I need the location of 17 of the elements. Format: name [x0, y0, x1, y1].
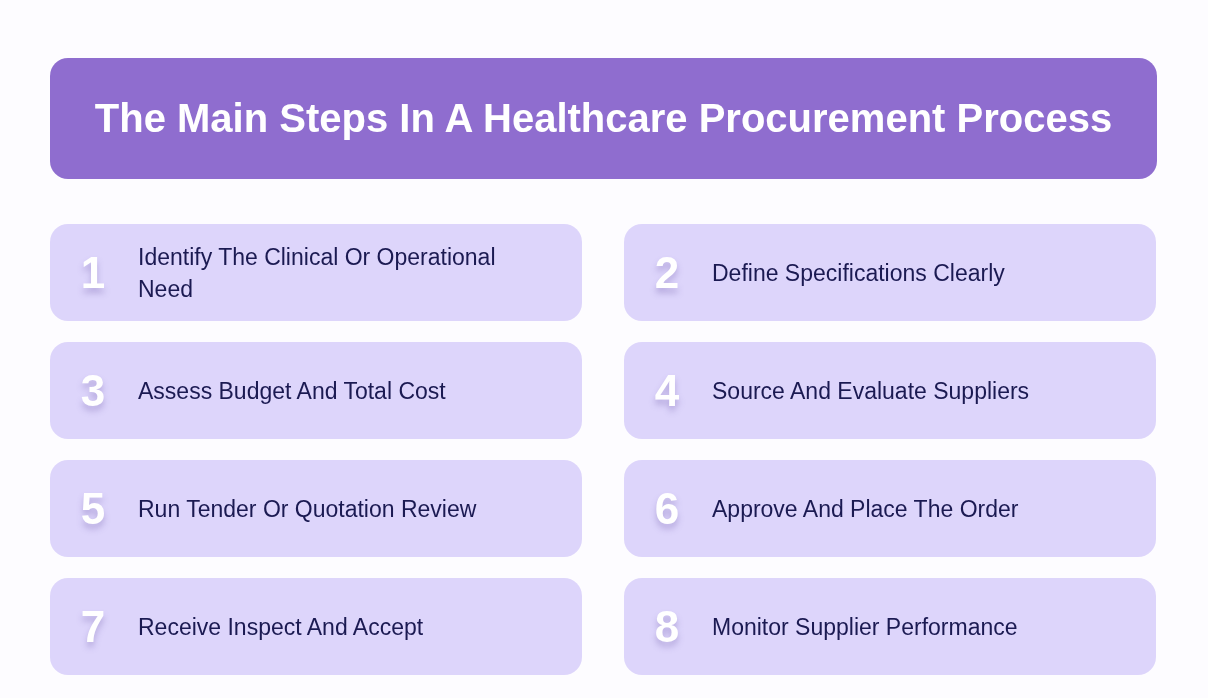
step-card — [50, 224, 582, 321]
step-card — [50, 460, 582, 557]
step-card — [50, 578, 582, 675]
step-text: Approve And Place The Order — [712, 494, 1020, 524]
step-text: Receive Inspect And Accept — [138, 612, 425, 642]
step-card — [624, 342, 1156, 439]
step-text: Define Specifications Clearly — [712, 258, 1006, 288]
step-card — [624, 224, 1156, 321]
step-text: Assess Budget And Total Cost — [138, 376, 447, 406]
title-banner: The Main Steps In A Healthcare Procurement Process — [50, 58, 1157, 179]
step-card — [624, 578, 1156, 675]
step-text: Source And Evaluate Suppliers — [712, 376, 1031, 406]
step-text: Monitor Supplier Performance — [712, 612, 1019, 642]
step-text: Run Tender Or Quotation Review — [138, 494, 478, 524]
step-text: Identify The Clinical Or Operational Need — [138, 242, 497, 304]
step-card — [624, 460, 1156, 557]
step-card — [50, 342, 582, 439]
